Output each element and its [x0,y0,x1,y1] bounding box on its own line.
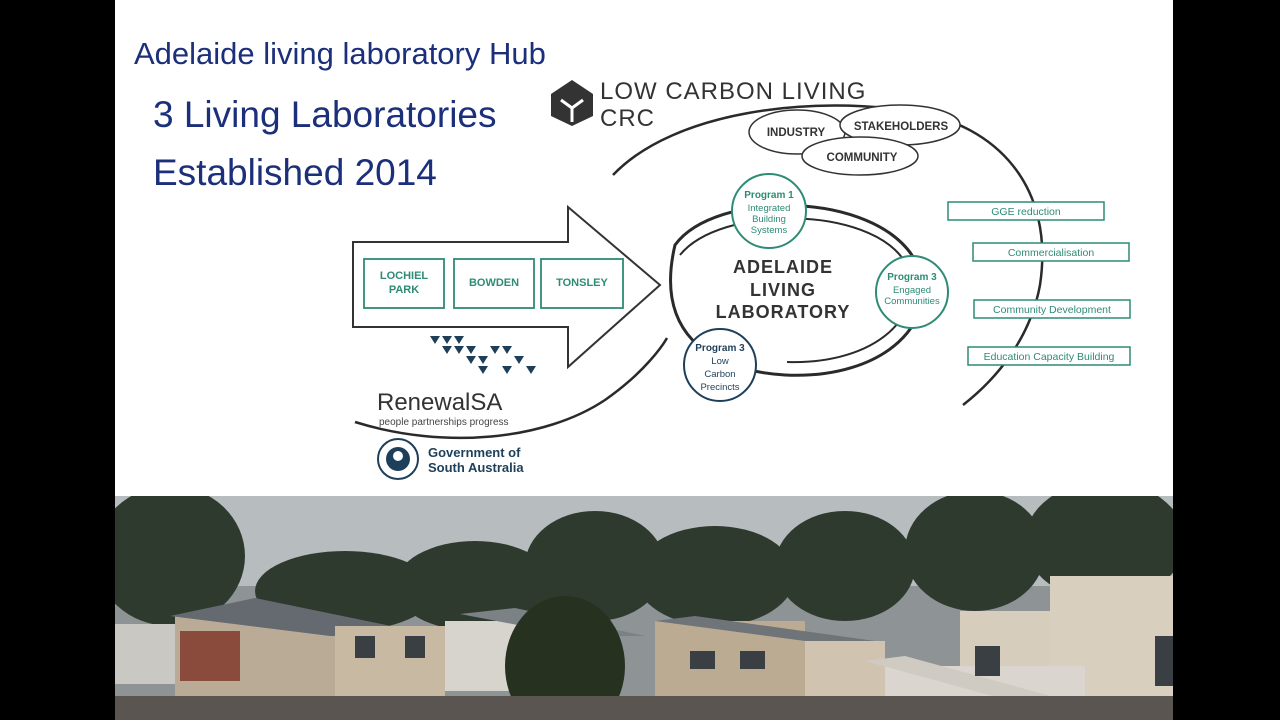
community-label: COMMUNITY [827,152,898,164]
community-bubble [801,136,919,176]
outer-arc-bottom [354,337,669,440]
program-3-engaged-line1: Engaged [893,285,931,296]
slide-subtitle-count: 3 Living Laboratories [153,94,497,135]
lcl-logo-line2: CRC [600,105,655,132]
outcome-education: Education Capacity Building [984,351,1115,363]
living-lab-diagram: LOW CARBON LIVING CRC INDUSTRY STAKEHOLD… [352,78,1131,480]
lcl-logo-line1: LOW CARBON LIVING [600,78,866,105]
program-3-precincts-title: Program 3 [695,343,745,354]
program-1-circle [731,173,807,249]
outcome-box-community-development [973,299,1131,319]
program-3-engaged-line2: Communities [884,296,940,307]
industry-label: INDUSTRY [767,127,826,139]
program-3-engaged-circle [875,255,949,329]
site-box-tonsley [540,258,624,309]
housing-photo [115,496,1173,720]
site-box-bowden [453,258,535,309]
renewal-sa-logo: RenewalSA people partnerships progress [377,336,536,428]
site-label-tonsley: TONSLEY [556,277,608,289]
site-box-lochiel-park [363,258,445,309]
outcome-community-development: Community Development [993,304,1111,316]
site-label-park: PARK [389,284,419,296]
program-3-precincts-line2: Carbon [704,369,735,380]
outcome-box-education [967,346,1131,366]
renewal-sa-tagline: people partnerships progress [379,417,509,428]
site-label-bowden: BOWDEN [469,277,519,289]
slide-title: Adelaide living laboratory Hub [134,36,546,71]
renewal-sa-triangles-icon [430,336,536,374]
program-1-title: Program 1 [744,190,794,201]
renewal-sa-name: RenewalSA [377,389,502,416]
program-1-line3: Systems [751,225,788,236]
program-3-engaged-title: Program 3 [887,272,937,283]
program-3-precincts-circle [683,328,757,402]
program-1-line2: Building [752,214,786,225]
low-carbon-living-logo: LOW CARBON LIVING CRC [551,78,866,132]
outcome-box-commercialisation [972,242,1130,262]
program-3-precincts-line1: Low [711,356,729,367]
center-label-line3: LABORATORY [716,302,851,322]
stakeholders-label: STAKEHOLDERS [854,121,949,133]
outcome-gge: GGE reduction [991,206,1061,218]
outer-arc-top [612,104,1044,406]
gov-sa-line1: Government of [428,445,521,460]
outcome-commercialisation: Commercialisation [1008,247,1095,259]
lcl-logo-icon [551,80,593,126]
gov-sa-line2: South Australia [428,460,524,475]
center-label-line2: LIVING [750,280,816,300]
outcome-box-gge [947,201,1105,221]
program-1-line1: Integrated [748,203,791,214]
center-label-line1: ADELAIDE [733,257,833,277]
government-sa-logo: Government of South Australia [377,438,524,480]
slide-subtitle-year: Established 2014 [153,152,437,193]
presentation-slide: Adelaide living laboratory Hub 3 Living … [115,0,1173,720]
program-3-precincts-line3: Precincts [700,382,739,393]
site-label-lochiel: LOCHIEL [380,270,429,282]
